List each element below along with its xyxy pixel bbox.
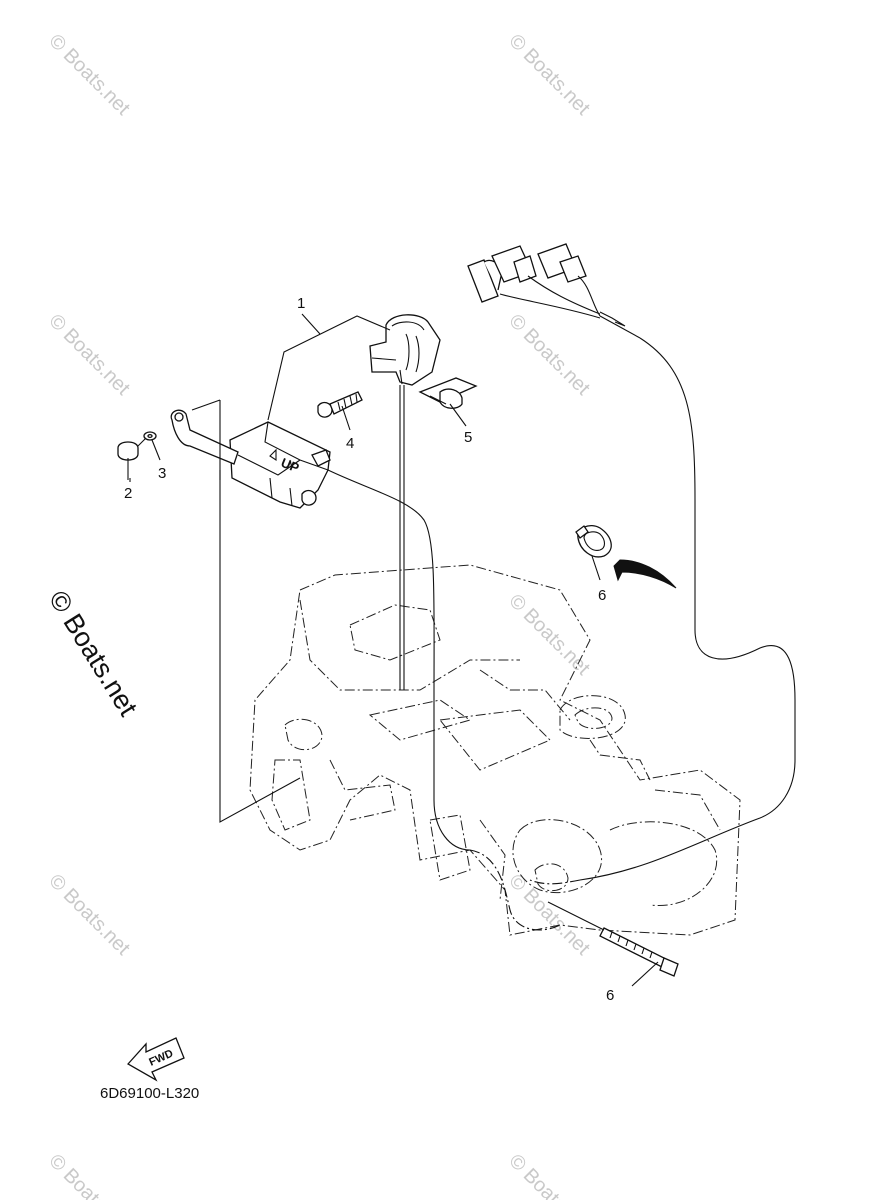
watermark-text: © Boats.net [44,310,134,400]
part-4-screw [317,391,363,418]
part-5-clamp [418,377,478,409]
assembly-line [191,399,221,411]
fwd-arrow-icon [126,1037,185,1082]
callout-1: 1 [297,295,305,312]
watermark-large: © Boats.net [43,585,144,721]
callout-6-clip: 6 [598,587,606,604]
watermark-text: © Boats.net [504,870,594,960]
wiring-harness [467,243,796,885]
trim-sensor-assembly: UP [170,314,441,690]
sensor-cable [327,469,471,851]
connector-1 [467,259,499,303]
part-6-cable-tie [547,901,679,977]
part-6-hose-clip [575,524,612,581]
direction-arrow [613,559,677,589]
leader-lines [129,313,659,987]
watermark-text: © Boats.net [504,30,594,120]
watermark-text: © Boats.net [504,590,594,680]
watermark-text: © Boats.net [44,30,134,120]
up-marking: UP [279,455,302,476]
callout-4: 4 [346,435,354,452]
trim-sensor-cam [369,314,441,386]
watermark-text: © Boats.net [44,870,134,960]
callout-3: 3 [158,465,166,482]
assembly-line [219,400,301,823]
watermark-text: © Boats.net [504,310,594,400]
part-3-washer [143,431,157,441]
watermark-text: © Boats.net [504,1150,594,1200]
watermark-text: © Boats.net [44,1150,134,1200]
callout-2: 2 [124,485,132,502]
trim-sensor-lever [170,409,239,465]
bracket-ghost-outline [249,564,741,936]
part-2-bolt [117,441,139,480]
fwd-direction-badge: FWD [126,1037,185,1082]
callout-5: 5 [464,429,472,446]
trim-sensor-body [229,421,331,509]
diagram-code: 6D69100-L320 [100,1085,199,1102]
watermark-layer: © Boats.net © Boats.net © Boats.net © Bo… [44,30,594,1200]
callout-6-tie: 6 [606,987,614,1004]
